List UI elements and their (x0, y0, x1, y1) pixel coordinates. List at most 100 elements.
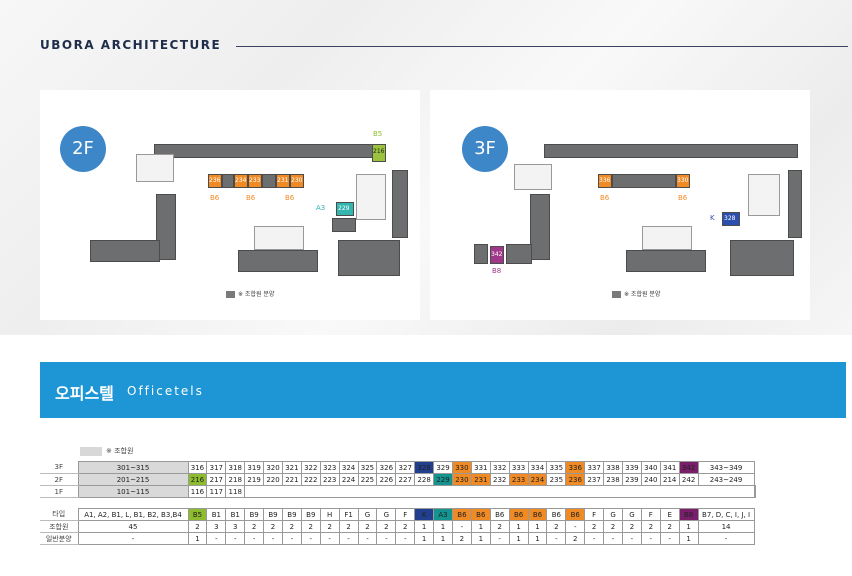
unit-cell: - (659, 532, 680, 545)
unit-cell: B6 (451, 508, 472, 521)
unit-cell: - (338, 532, 359, 545)
unit-cell: - (300, 532, 321, 545)
unit-216 (372, 144, 386, 162)
unit-231 (276, 174, 290, 188)
type-label-k: K (710, 214, 715, 222)
unit-cell: 334 (527, 461, 548, 474)
unit-cell: 332 (489, 461, 510, 474)
unit-232 (262, 174, 276, 188)
unit-cell: 230 (451, 473, 472, 486)
unit-wing-bottom-right (730, 240, 794, 276)
unit-cell: - (376, 532, 397, 545)
unit-cell: 235 (546, 473, 567, 486)
unit-cell: - (206, 532, 227, 545)
unit-cell: 2 (584, 520, 605, 533)
unit-cell: 2 (357, 520, 378, 533)
unit-cell: 333 (508, 461, 529, 474)
unit-233-label: 233 (249, 177, 261, 184)
unit-cell: 239 (621, 473, 642, 486)
unit-cell: 1 (678, 520, 699, 533)
unit-wing-bottom-left (474, 244, 488, 264)
tail-cell: - (697, 532, 755, 545)
unit-cell: B6 (546, 508, 567, 521)
type-label-b6-1: B6 (600, 194, 610, 202)
type-label-b6-1: B6 (210, 194, 220, 202)
unit-cell: 116 (187, 485, 208, 498)
unit-cell: B6 (470, 508, 491, 521)
unit-230-label: 230 (291, 177, 303, 184)
banner-title-en: Officetels (127, 384, 204, 398)
unit-234-label: 234 (235, 177, 247, 184)
unit-cell: 2 (187, 520, 208, 533)
type-label-b5: B5 (373, 130, 383, 138)
core-center (642, 226, 692, 250)
range-cell: - (77, 532, 189, 545)
row-label: 3F (40, 461, 78, 474)
unit-cell: - (319, 532, 340, 545)
unit-336 (598, 174, 612, 188)
unit-cell: - (225, 532, 246, 545)
type-label-b8: B8 (492, 267, 502, 275)
unit-cell: 1 (414, 532, 435, 545)
unit-cell: 117 (206, 485, 227, 498)
floor-badge-3f: 3F (462, 126, 508, 172)
unit-230 (290, 174, 304, 188)
unit-cell: 328 (414, 461, 435, 474)
unit-233 (248, 174, 262, 188)
empty-cell (244, 485, 755, 498)
unit-cell: 228 (414, 473, 435, 486)
unit-cell: F (640, 508, 661, 521)
unit-wing-right (392, 170, 408, 238)
unit-cell: B9 (244, 508, 265, 521)
member-legend-swatch (80, 447, 102, 456)
unit-cell: B9 (263, 508, 283, 521)
unit-cell: 335 (546, 461, 567, 474)
unit-cell: - (621, 532, 642, 545)
unit-wing-bottom-left (90, 240, 160, 262)
unit-row-top (154, 144, 376, 158)
unit-cell: 240 (640, 473, 661, 486)
unit-cell: 317 (206, 461, 227, 474)
unit-cell: 338 (603, 461, 623, 474)
unit-236-label: 236 (209, 177, 221, 184)
unit-wing-bottom-right (338, 240, 400, 276)
type-label-b6-2: B6 (678, 194, 688, 202)
unit-cell: 237 (584, 473, 605, 486)
row-label: 일반분양 (40, 532, 78, 545)
legend-3f: ※ 조합원 분양 (612, 289, 660, 298)
core-left (136, 154, 174, 182)
unit-236 (208, 174, 222, 188)
unit-cell: B6 (565, 508, 586, 521)
tail-cell: 243~249 (697, 473, 755, 486)
tail-cell: 343~349 (697, 461, 755, 474)
unit-cell: 222 (300, 473, 321, 486)
unit-cell: 337 (584, 461, 605, 474)
unit-cell: 340 (640, 461, 661, 474)
unit-cell: 342 (678, 461, 699, 474)
row-label: 타입 (40, 508, 78, 521)
unit-cell: 1 (433, 520, 453, 533)
core-center (254, 226, 304, 250)
unit-234 (234, 174, 248, 188)
unit-cell: - (357, 532, 378, 545)
floor-plan-2f: 2F 216 B5 236 234 233 231 230 B6 B6 B6 2… (40, 90, 420, 320)
unit-cell: - (451, 520, 472, 533)
unit-cell: F1 (338, 508, 359, 521)
unit-cell: - (565, 520, 586, 533)
unit-cell: 1 (508, 532, 529, 545)
unit-cell: G (603, 508, 623, 521)
legend-2f: ※ 조합원 분양 (226, 289, 274, 298)
officetel-banner (40, 362, 846, 418)
unit-cell: 2 (451, 532, 472, 545)
unit-cell: 2 (244, 520, 265, 533)
unit-cell: 325 (357, 461, 378, 474)
unit-wing-left (156, 194, 176, 260)
type-label-a3: A3 (316, 204, 326, 212)
unit-cell: B6 (527, 508, 548, 521)
unit-cell: - (584, 532, 605, 545)
unit-cell: - (603, 532, 623, 545)
unit-342-label: 342 (491, 251, 503, 258)
unit-cell: 1 (678, 532, 699, 545)
